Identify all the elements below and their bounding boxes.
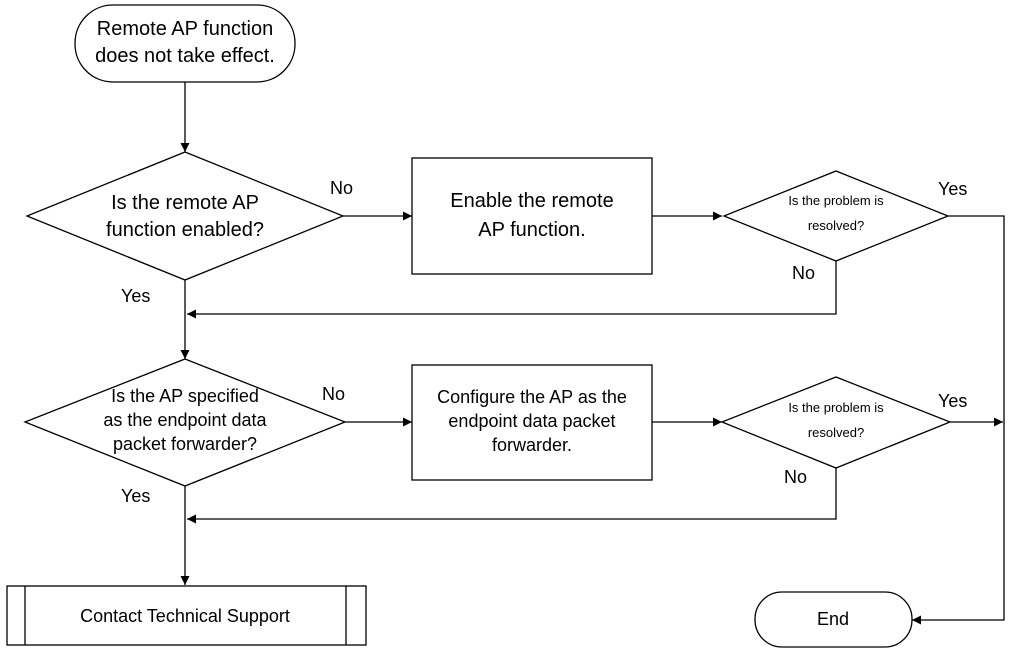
edge-r1-no-return — [187, 261, 837, 319]
edge-labels: No Yes Yes No No Yes Yes No — [121, 178, 967, 506]
edge-r1-yes-to-end — [912, 215, 1005, 625]
edge-r2-no-return — [187, 468, 837, 524]
support-label: Contact Technical Support — [80, 606, 290, 626]
action-enable-remote-ap: Enable the remote AP function. — [411, 157, 653, 275]
q1-line-2: function enabled? — [106, 219, 264, 241]
process-contact-support: Contact Technical Support — [6, 585, 367, 646]
action-configure-forwarder: Configure the AP as the endpoint data pa… — [411, 364, 653, 481]
a2-line-2: endpoint data packet — [448, 411, 615, 431]
start-line-1: Remote AP function — [97, 18, 273, 40]
q2-line-2: as the endpoint data — [103, 410, 267, 430]
a1-line-1: Enable the remote — [450, 190, 613, 212]
q1-line-1: Is the remote AP — [111, 192, 259, 214]
end-node: End — [754, 591, 913, 648]
label-r1-no: No — [792, 263, 815, 283]
label-q2-no: No — [322, 384, 345, 404]
label-q1-no: No — [330, 178, 353, 198]
r1-line-2: resolved? — [808, 218, 864, 233]
r2-line-1: Is the problem is — [788, 400, 884, 415]
start-line-2: does not take effect. — [95, 45, 275, 67]
end-label: End — [817, 609, 849, 629]
connectors — [180, 82, 1005, 625]
a1-line-2: AP function. — [478, 219, 585, 241]
q2-line-3: packet forwarder? — [113, 434, 257, 454]
r2-line-2: resolved? — [808, 425, 864, 440]
label-r2-yes: Yes — [938, 391, 967, 411]
a2-line-3: forwarder. — [492, 435, 572, 455]
r1-line-1: Is the problem is — [788, 193, 884, 208]
decision-remote-ap-enabled: Is the remote AP function enabled? — [25, 151, 345, 281]
q2-line-1: Is the AP specified — [111, 386, 259, 406]
label-r2-no: No — [784, 467, 807, 487]
decision-resolved-1: Is the problem is resolved? — [722, 170, 950, 262]
decision-ap-forwarder: Is the AP specified as the endpoint data… — [23, 358, 347, 487]
a2-line-1: Configure the AP as the — [437, 387, 627, 407]
label-r1-yes: Yes — [938, 179, 967, 199]
start-node: Remote AP function does not take effect. — [74, 4, 296, 83]
label-q2-yes: Yes — [121, 486, 150, 506]
decision-resolved-2: Is the problem is resolved? — [720, 376, 952, 469]
label-q1-yes: Yes — [121, 286, 150, 306]
